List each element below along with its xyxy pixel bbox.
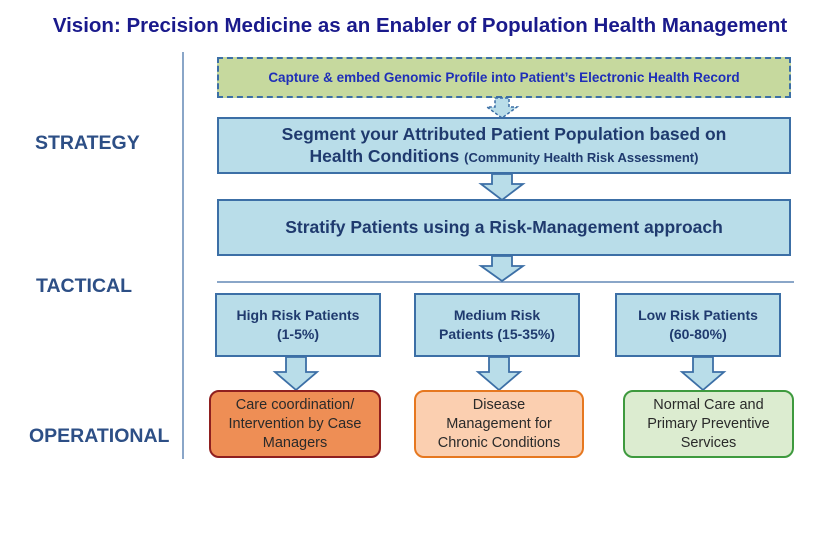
segment-population-box: Segment your Attributed Patient Populati…: [217, 117, 791, 174]
capture-genomic-profile-box: Capture & embed Genomic Profile into Pat…: [217, 57, 791, 98]
disease-management-box: Disease Management for Chronic Condition…: [414, 390, 584, 458]
arrow-down-icon: [679, 356, 727, 392]
risk-box-line2: Patients (15-35%): [439, 326, 555, 342]
op-box-line1: Disease: [472, 396, 526, 413]
risk-box-line1: Medium Risk: [453, 307, 541, 323]
arrow-down-icon: [484, 97, 520, 119]
op-box-line2: Management for: [446, 415, 552, 432]
op-box-line3: Managers: [262, 434, 328, 451]
stratify-patients-box: Stratify Patients using a Risk-Managemen…: [217, 199, 791, 256]
capture-box-text: Capture & embed Genomic Profile into Pat…: [268, 70, 740, 85]
medium-risk-patients-box: Medium Risk Patients (15-35%): [414, 293, 580, 357]
op-box-line2: Intervention by Case: [228, 415, 362, 432]
level-label-tactical: TACTICAL: [36, 275, 133, 297]
vertical-divider: [182, 52, 184, 459]
arrow-down-icon: [475, 356, 523, 392]
normal-care-box: Normal Care and Primary Preventive Servi…: [623, 390, 794, 458]
page-title: Vision: Precision Medicine as an Enabler…: [52, 14, 788, 37]
segment-box-note: (Community Health Risk Assessment): [464, 149, 699, 165]
segment-box-line1: Segment your Attributed Patient Populati…: [281, 123, 727, 144]
risk-box-line1: High Risk Patients: [236, 307, 360, 323]
arrow-down-icon: [478, 173, 526, 202]
op-box-line1: Normal Care and: [653, 396, 764, 413]
level-label-strategy: STRATEGY: [35, 132, 140, 154]
horizontal-divider: [217, 281, 794, 283]
level-label-operational: OPERATIONAL: [29, 425, 170, 447]
op-box-line3: Chronic Conditions: [437, 434, 561, 451]
risk-box-line2: (1-5%): [276, 326, 319, 342]
arrow-down-icon: [478, 255, 526, 283]
arrow-down-icon: [272, 356, 320, 392]
op-box-line3: Services: [680, 434, 737, 451]
stratify-box-text: Stratify Patients using a Risk-Managemen…: [285, 217, 723, 237]
op-box-line2: Primary Preventive: [647, 415, 770, 432]
risk-box-line1: Low Risk Patients: [638, 307, 758, 323]
segment-box-line2: Health Conditions: [309, 145, 460, 166]
risk-box-line2: (60-80%): [669, 326, 727, 342]
op-box-line1: Care coordination/: [235, 396, 355, 413]
low-risk-patients-box: Low Risk Patients (60-80%): [615, 293, 781, 357]
high-risk-patients-box: High Risk Patients (1-5%): [215, 293, 381, 357]
care-coordination-box: Care coordination/ Intervention by Case …: [209, 390, 381, 458]
